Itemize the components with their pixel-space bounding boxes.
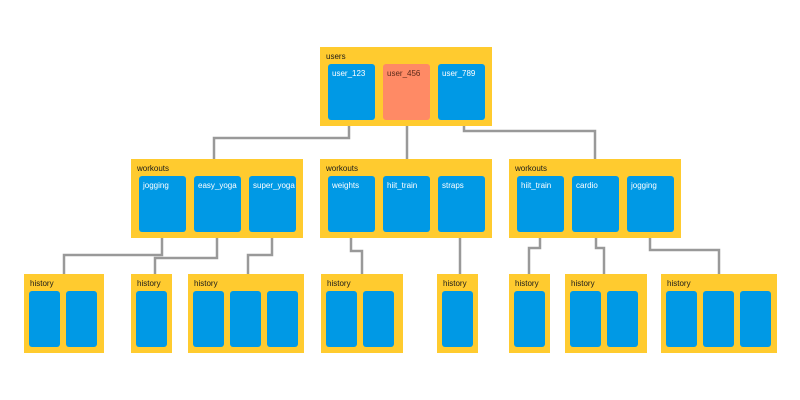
connector-line: [594, 233, 606, 274]
cell-weights: weights: [328, 176, 375, 232]
cell-label: jogging: [143, 181, 169, 190]
history-cell: [230, 291, 261, 347]
connector-line: [62, 233, 164, 274]
group-title: workouts: [137, 164, 170, 173]
history-cell: [136, 291, 167, 347]
history-cell: [442, 291, 473, 347]
cell-label: easy_yoga: [198, 181, 237, 190]
cell-super-yoga: super_yoga: [249, 176, 296, 232]
history-cell: [29, 291, 60, 347]
cell-user-456: user_456: [383, 64, 430, 120]
connector-line: [153, 233, 219, 274]
group-title: history: [667, 279, 691, 288]
cell-straps: straps: [438, 176, 485, 232]
group-title: history: [515, 279, 539, 288]
history-container: history: [661, 274, 777, 353]
cell-user-789: user_789: [438, 64, 485, 120]
history-cell: [607, 291, 638, 347]
group-title: history: [571, 279, 595, 288]
cell-jogging: jogging: [627, 176, 674, 232]
workouts-container: workouts jogging easy_yoga super_yoga: [131, 159, 303, 238]
workouts-container: workouts hiit_train cardio jogging: [509, 159, 681, 238]
connector-line: [246, 233, 274, 274]
history-container: history: [565, 274, 647, 353]
history-cell: [740, 291, 771, 347]
group-title: history: [327, 279, 351, 288]
users-container: users user_123 user_456 user_789: [320, 47, 492, 126]
history-cell: [267, 291, 298, 347]
cell-label: user_123: [332, 69, 366, 78]
history-container: history: [509, 274, 550, 353]
history-cell: [193, 291, 224, 347]
history-container: history: [321, 274, 403, 353]
history-container: history: [188, 274, 304, 353]
history-cell: [363, 291, 394, 347]
cell-label: user_456: [387, 69, 421, 78]
group-title: users: [326, 52, 346, 61]
history-container: history: [24, 274, 104, 353]
connector-line: [349, 233, 364, 274]
cell-easy-yoga: easy_yoga: [194, 176, 241, 232]
group-title: workouts: [326, 164, 359, 173]
cell-hiit-train: hiit_train: [517, 176, 564, 232]
group-title: history: [30, 279, 54, 288]
cell-label: straps: [442, 181, 464, 190]
cell-jogging: jogging: [139, 176, 186, 232]
cell-label: user_789: [442, 69, 476, 78]
history-cell: [326, 291, 357, 347]
cell-label: weights: [332, 181, 360, 190]
cell-label: super_yoga: [253, 181, 295, 190]
connector-line: [462, 123, 597, 159]
cell-label: hiit_train: [387, 181, 418, 190]
history-cell: [514, 291, 545, 347]
connector-line: [648, 233, 721, 274]
cell-user-123: user_123: [328, 64, 375, 120]
history-cell: [66, 291, 97, 347]
history-cell: [703, 291, 734, 347]
connector-line: [212, 123, 351, 159]
cell-label: jogging: [631, 181, 657, 190]
group-title: history: [137, 279, 161, 288]
group-title: history: [443, 279, 467, 288]
cell-label: cardio: [576, 181, 598, 190]
history-container: history: [437, 274, 478, 353]
group-title: workouts: [515, 164, 548, 173]
cell-hiit-train: hiit_train: [383, 176, 430, 232]
connector-line: [527, 233, 542, 274]
history-cell: [666, 291, 697, 347]
cell-cardio: cardio: [572, 176, 619, 232]
history-cell: [570, 291, 601, 347]
group-title: history: [194, 279, 218, 288]
workouts-container: workouts weights hiit_train straps: [320, 159, 492, 238]
history-container: history: [131, 274, 172, 353]
cell-label: hiit_train: [521, 181, 552, 190]
